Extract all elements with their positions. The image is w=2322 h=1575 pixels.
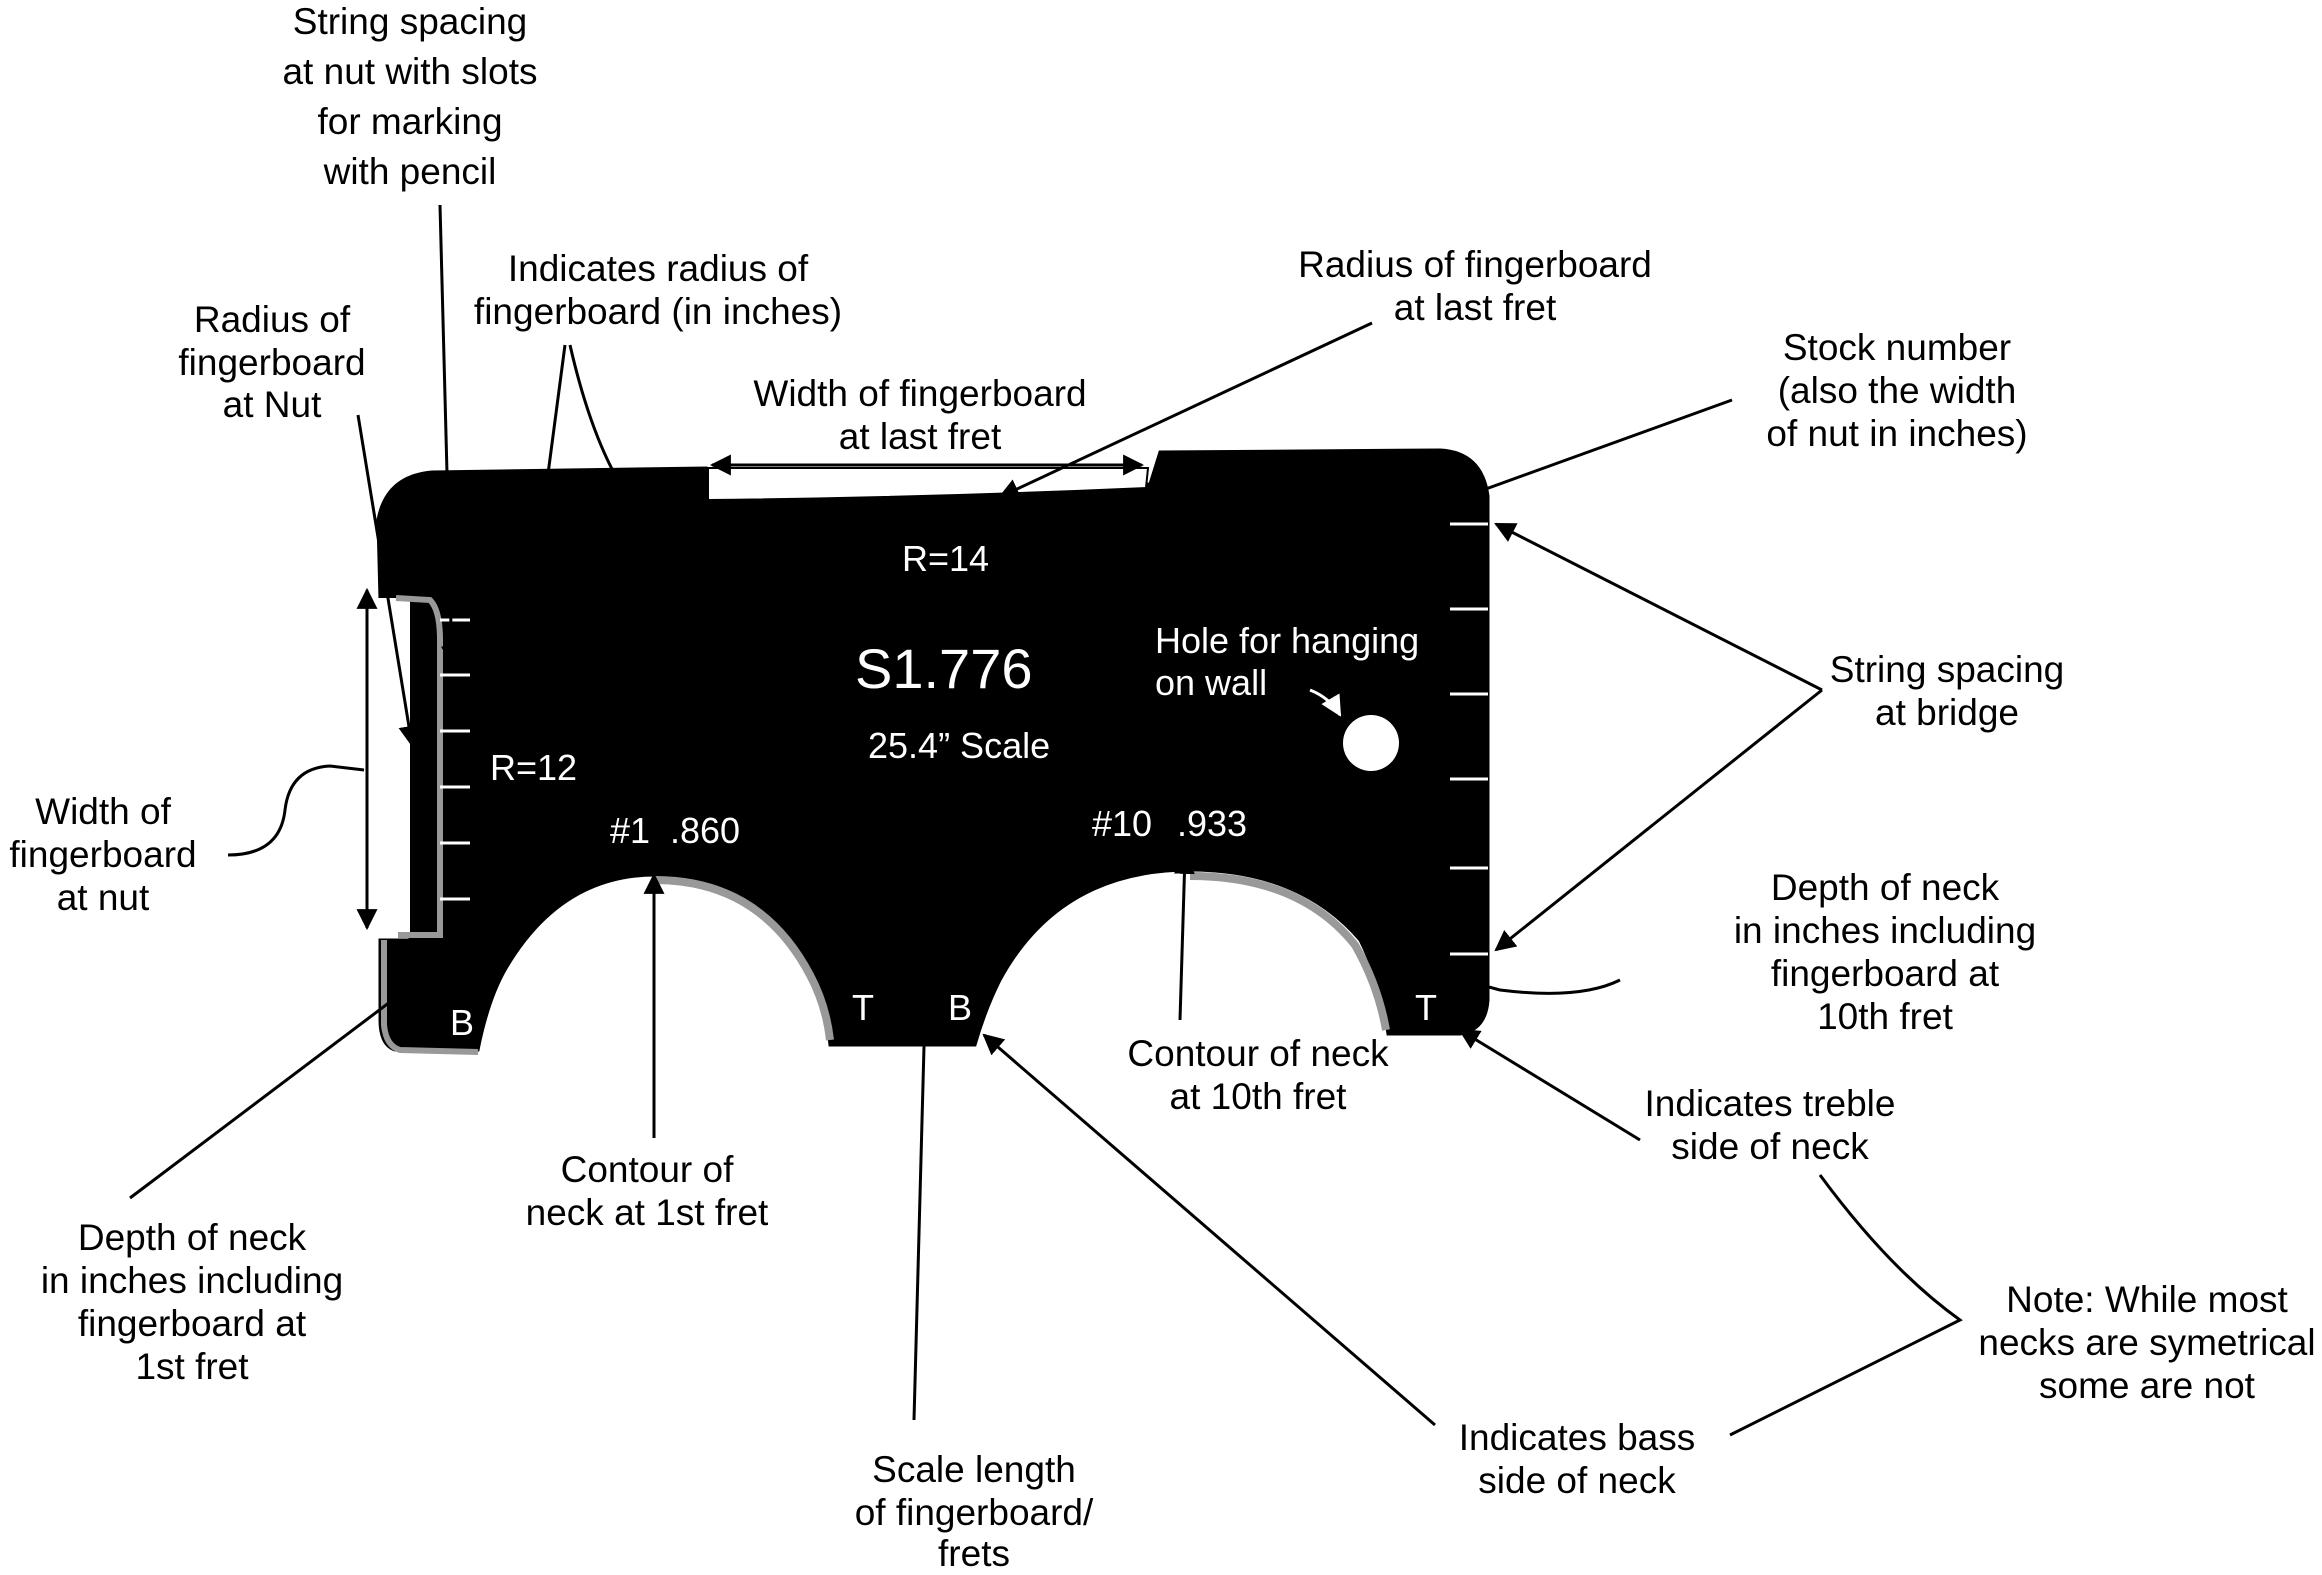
svg-text:fingerboard at: fingerboard at (78, 1303, 307, 1344)
svg-text:Scale length: Scale length (872, 1449, 1076, 1490)
last-fret-cutout (707, 467, 1150, 502)
svg-text:Depth of neck: Depth of neck (1771, 867, 2000, 908)
callout-width-last-fret: Width of fingerboard at last fret (753, 373, 1086, 457)
svg-text:1st fret: 1st fret (135, 1346, 249, 1387)
svg-text:some are not: some are not (2039, 1365, 2256, 1406)
svg-text:Depth of neck: Depth of neck (78, 1217, 307, 1258)
hole-arrow (1309, 688, 1342, 717)
callout-radius-nut: Radius of fingerboard at Nut (178, 299, 365, 425)
hole-label-line-2: on wall (1155, 662, 1267, 703)
treble-mark-1: T (852, 987, 874, 1028)
stock-number-mark: S1.776 (855, 637, 1033, 700)
svg-text:at last fret: at last fret (1394, 287, 1557, 328)
radius-side-mark: R=12 (490, 747, 577, 788)
svg-text:side of neck: side of neck (1671, 1126, 1869, 1167)
nut-cutout (362, 598, 410, 938)
fret10-depth-mark: .933 (1177, 803, 1247, 844)
svg-text:fingerboard (in inches): fingerboard (in inches) (474, 291, 842, 332)
svg-text:Indicates bass: Indicates bass (1459, 1417, 1696, 1458)
callout-string-spacing-nut: String spacing at nut with slots for mar… (282, 1, 537, 192)
callout-width-nut: Width of fingerboard at nut (9, 791, 196, 918)
svg-text:Width of fingerboard: Width of fingerboard (753, 373, 1086, 414)
svg-text:(also the width: (also the width (1778, 370, 2017, 411)
svg-text:with pencil: with pencil (323, 151, 497, 192)
svg-text:at last fret: at last fret (839, 416, 1002, 457)
svg-text:fingerboard: fingerboard (178, 342, 365, 383)
svg-text:necks are symetrical: necks are symetrical (1978, 1322, 2315, 1363)
fret10-number-mark: #10 (1092, 803, 1152, 844)
radius-top-mark: R=14 (902, 538, 989, 579)
callout-scale-length: Scale length of fingerboard/ frets (855, 1449, 1094, 1574)
callout-contour-1st: Contour of neck at 1st fret (526, 1149, 769, 1233)
svg-text:String spacing: String spacing (1830, 649, 2064, 690)
gauge-edge-contour-10 (1189, 872, 1390, 1031)
callout-indicates-radius: Indicates radius of fingerboard (in inch… (474, 248, 842, 332)
gauge-edge-contour-1 (654, 876, 834, 1041)
bridge-spacing-ticks (1450, 522, 1488, 956)
callout-contour-10th: Contour of neck at 10th fret (1127, 1033, 1389, 1117)
treble-mark-2: T (1415, 987, 1437, 1028)
svg-text:Radius of fingerboard: Radius of fingerboard (1298, 244, 1652, 285)
svg-text:Indicates treble: Indicates treble (1645, 1083, 1896, 1124)
callout-depth-10th: Depth of neck in inches including finger… (1734, 867, 2036, 1037)
callout-radius-last-fret: Radius of fingerboard at last fret (1298, 244, 1652, 328)
svg-text:Indicates radius of: Indicates radius of (508, 248, 809, 289)
svg-text:neck at 1st fret: neck at 1st fret (526, 1192, 769, 1233)
scale-mark: 25.4” Scale (868, 725, 1050, 766)
callout-string-spacing-bridge: String spacing at bridge (1830, 649, 2064, 733)
svg-text:side of neck: side of neck (1478, 1460, 1676, 1501)
nut-spacing-ticks (440, 618, 470, 901)
nut-cutout-edge (395, 595, 443, 938)
bass-mark-2: B (948, 987, 972, 1028)
svg-text:at nut with slots: at nut with slots (282, 51, 537, 92)
svg-text:frets: frets (938, 1533, 1010, 1574)
bass-mark-1: B (450, 1002, 474, 1043)
svg-text:fingerboard at: fingerboard at (1771, 953, 2000, 994)
svg-text:Contour of neck: Contour of neck (1127, 1033, 1389, 1074)
callout-stock-number: Stock number (also the width of nut in i… (1766, 327, 2027, 454)
svg-text:of nut in inches): of nut in inches) (1766, 413, 2027, 454)
fret1-number-mark: #1 (610, 810, 650, 851)
svg-text:in inches including: in inches including (1734, 910, 2036, 951)
hanging-hole (1343, 715, 1399, 771)
fret1-depth-mark: .860 (670, 810, 740, 851)
callout-note: Note: While most necks are symetrical so… (1978, 1279, 2315, 1406)
svg-text:Contour of: Contour of (561, 1149, 734, 1190)
gauge-edge-bottom (381, 940, 479, 1055)
svg-text:at nut: at nut (57, 877, 150, 918)
svg-text:of fingerboard/: of fingerboard/ (855, 1492, 1094, 1533)
svg-text:at bridge: at bridge (1875, 692, 2019, 733)
svg-text:Note: While most: Note: While most (2006, 1279, 2288, 1320)
svg-text:Radius of: Radius of (194, 299, 351, 340)
svg-text:Stock number: Stock number (1783, 327, 2011, 368)
svg-text:in inches including: in inches including (41, 1260, 343, 1301)
hole-label-line-1: Hole for hanging (1155, 620, 1419, 661)
callout-treble-side: Indicates treble side of neck (1645, 1083, 1896, 1167)
callout-depth-1st: Depth of neck in inches including finger… (41, 1217, 343, 1387)
svg-text:at Nut: at Nut (223, 384, 322, 425)
svg-text:at 10th fret: at 10th fret (1170, 1076, 1348, 1117)
svg-text:Width of: Width of (35, 791, 171, 832)
svg-text:String spacing: String spacing (293, 1, 527, 42)
svg-text:fingerboard: fingerboard (9, 834, 196, 875)
svg-text:for marking: for marking (317, 101, 502, 142)
callout-bass-side: Indicates bass side of neck (1459, 1417, 1696, 1501)
svg-text:10th fret: 10th fret (1817, 996, 1953, 1037)
leader-lines (129, 204, 1963, 1437)
